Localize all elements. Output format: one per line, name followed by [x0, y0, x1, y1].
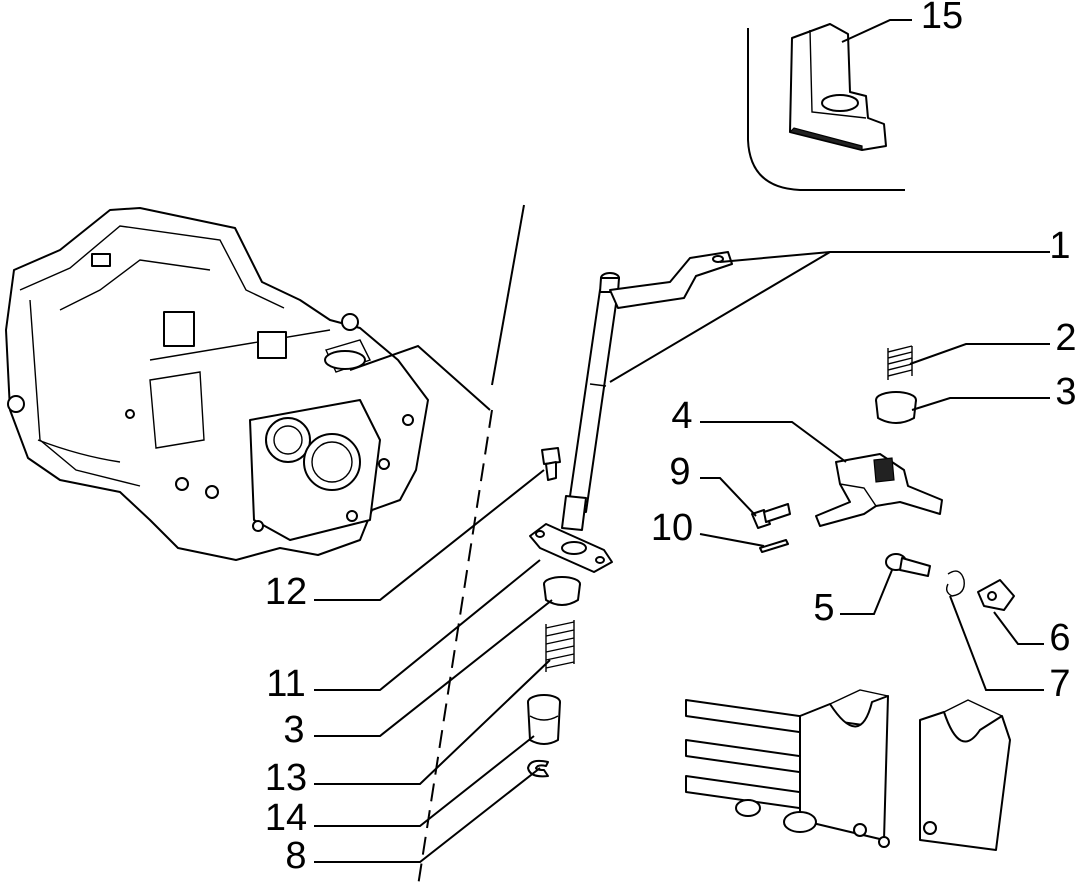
leader-8: [314, 767, 541, 863]
leader-lines: [314, 19, 1050, 863]
leader-12: [314, 469, 545, 601]
part-5-plunger: [885, 553, 931, 577]
leader-11: [314, 559, 541, 691]
part-1-selector-shaft: [561, 251, 733, 531]
part-11-flange-plate: [529, 523, 613, 573]
callout-14: 14: [265, 797, 307, 839]
part-7-clip: [945, 570, 965, 597]
callout-4: 4: [671, 395, 692, 437]
callout-13: 13: [265, 757, 307, 799]
callout-5: 5: [813, 587, 834, 629]
leader-6: [993, 611, 1044, 645]
divider-line: [417, 204, 525, 886]
part-14-sleeve: [527, 694, 561, 745]
part-15-bracket: [788, 23, 887, 151]
callout-8: 8: [285, 835, 306, 877]
part-3-bushing-lower: [543, 576, 581, 606]
part-2-spring: [887, 345, 913, 380]
callout-10: 10: [651, 507, 693, 549]
part-4-selector-lever: [815, 453, 943, 527]
leader-1b: [609, 251, 831, 383]
callout-9: 9: [669, 451, 690, 493]
leader-3b: [314, 599, 553, 737]
callout-7: 7: [1049, 663, 1070, 705]
leader-1: [719, 251, 1050, 263]
callout-12: 12: [265, 571, 307, 613]
leader-10: [699, 533, 765, 547]
shift-fork-assembly: [685, 689, 1011, 851]
part-3-bushing-upper: [875, 391, 917, 424]
part-12-bolt: [541, 447, 561, 481]
gearbox-housing: [5, 207, 429, 561]
part-13-spring: [545, 620, 575, 672]
callout-numbers: 1 2 3 4 5 6 7 8 9 10 11 12 3 13 14 15: [265, 0, 1077, 877]
leader-14: [314, 735, 535, 827]
part-10-pin: [759, 539, 789, 553]
leader-2: [909, 343, 1050, 365]
leader-5: [840, 569, 893, 615]
leader-gearbox: [349, 344, 491, 411]
leader-7: [949, 595, 1044, 691]
part-9-bolt: [751, 503, 791, 529]
inset-frame: [747, 28, 905, 191]
callout-6: 6: [1049, 617, 1070, 659]
callout-3-lower: 3: [283, 709, 304, 751]
leader-4: [700, 421, 847, 463]
callout-1: 1: [1049, 225, 1070, 267]
leader-15: [841, 19, 912, 43]
leader-9: [700, 477, 757, 517]
callout-2: 2: [1055, 317, 1076, 359]
part-6-cam: [977, 579, 1015, 611]
leader-13: [314, 659, 551, 785]
callout-15: 15: [921, 0, 963, 37]
leader-3a: [911, 397, 1050, 411]
callout-3-upper: 3: [1055, 371, 1076, 413]
callout-11: 11: [266, 663, 305, 705]
